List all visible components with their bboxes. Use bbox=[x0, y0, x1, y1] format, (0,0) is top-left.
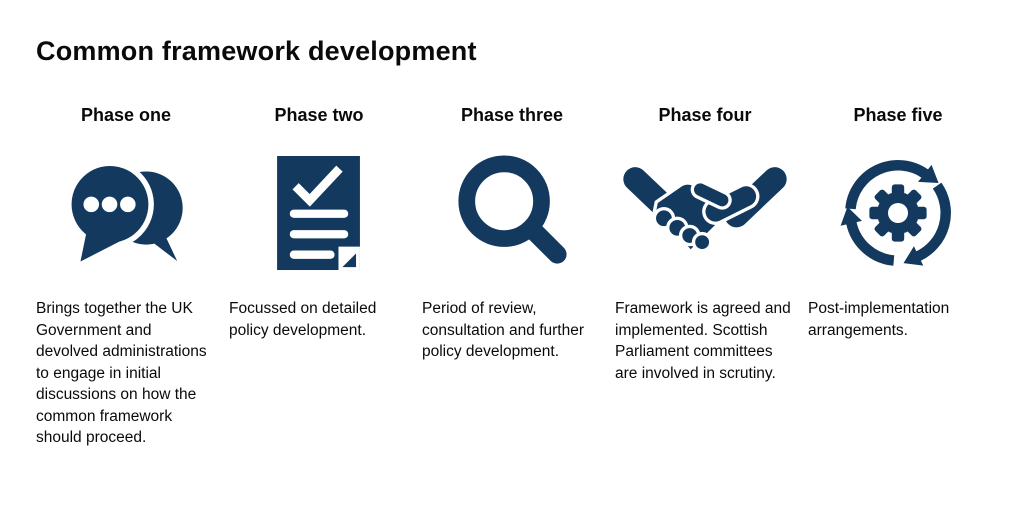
magnifying-glass-icon bbox=[458, 155, 567, 264]
phase-description: Brings together the UK Government and de… bbox=[36, 300, 207, 446]
phase-column-four: Phase four bbox=[615, 105, 795, 449]
page-title: Common framework development bbox=[36, 36, 477, 66]
phase-column-two: Phase two Focussed on detailed policy de… bbox=[229, 105, 409, 449]
phase-heading: Phase one bbox=[80, 105, 172, 125]
phase-heading: Phase four bbox=[658, 105, 752, 125]
phase-heading: Phase three bbox=[460, 105, 564, 125]
phase-four-icon-box bbox=[615, 142, 795, 284]
phase-description: Focussed on detailed policy development. bbox=[229, 300, 377, 339]
phase-description: Period of review, consultation and furth… bbox=[422, 300, 584, 360]
infographic-page: Common framework development Phase one bbox=[36, 36, 988, 449]
document-checklist-icon bbox=[277, 155, 360, 270]
chat-bubbles-icon bbox=[66, 159, 183, 272]
cycle-gear-icon bbox=[840, 160, 951, 266]
phase-description: Post-implementation arrangements. bbox=[808, 300, 950, 339]
phase-column-one: Phase one Brings together the bbox=[36, 105, 216, 449]
phase-column-five: Phase five bbox=[808, 105, 988, 449]
phases-row: Phase one Brings together the bbox=[36, 105, 988, 449]
phase-three-icon-box bbox=[422, 142, 602, 284]
phase-one-icon-box bbox=[36, 142, 216, 284]
phase-heading: Phase two bbox=[274, 105, 364, 125]
phase-two-icon-box bbox=[229, 142, 409, 284]
phase-description: Framework is agreed and implemented. Sco… bbox=[615, 300, 791, 382]
phase-five-icon-box bbox=[808, 142, 988, 284]
phase-heading: Phase five bbox=[853, 105, 943, 125]
phase-column-three: Phase three Period of review, consultati… bbox=[422, 105, 602, 449]
handshake-icon bbox=[620, 163, 790, 254]
